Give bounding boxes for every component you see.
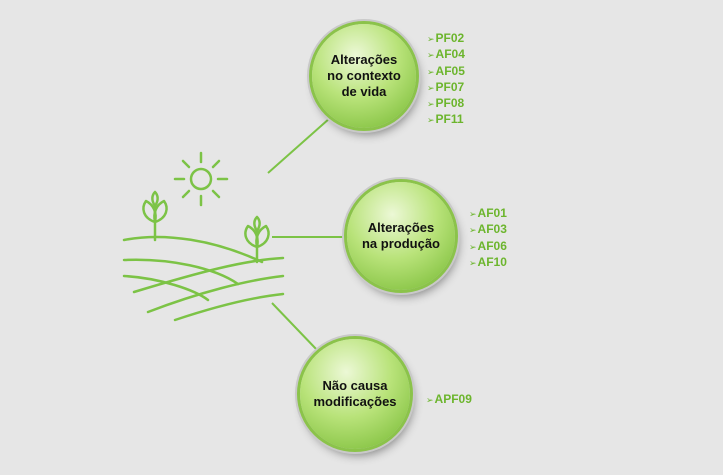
node-life-context: Alterações no contexto de vida — [312, 24, 416, 128]
connector-line-3 — [271, 302, 319, 352]
code-item: AF04 — [427, 47, 465, 63]
code-item: AF01 — [469, 206, 507, 222]
node-label: Alterações no contexto de vida — [327, 52, 401, 99]
sprout-icon — [244, 215, 270, 264]
sun-icon — [173, 151, 229, 207]
node-label: Alterações na produção — [361, 220, 440, 251]
code-item: AF03 — [469, 222, 507, 238]
code-list: APF09 — [426, 392, 472, 408]
code-item: PF02 — [427, 31, 465, 47]
code-item: AF05 — [427, 64, 465, 80]
node-no-changes: Não causa modificações — [300, 339, 410, 449]
node-production: Alterações na produção — [347, 182, 455, 290]
code-item: AF10 — [469, 255, 507, 271]
node-label: Não causa modificações — [313, 378, 397, 409]
sprout-icon — [142, 190, 168, 242]
code-item: APF09 — [426, 392, 472, 408]
code-item: AF06 — [469, 239, 507, 255]
field-icon — [122, 235, 285, 322]
code-item: PF07 — [427, 80, 465, 96]
code-item: PF11 — [427, 112, 465, 128]
code-list: AF01 AF03 AF06 AF10 — [469, 206, 507, 271]
code-list: PF02 AF04 AF05 PF07 PF08 PF11 — [427, 31, 465, 129]
code-item: PF08 — [427, 96, 465, 112]
connector-line-1 — [267, 117, 331, 174]
